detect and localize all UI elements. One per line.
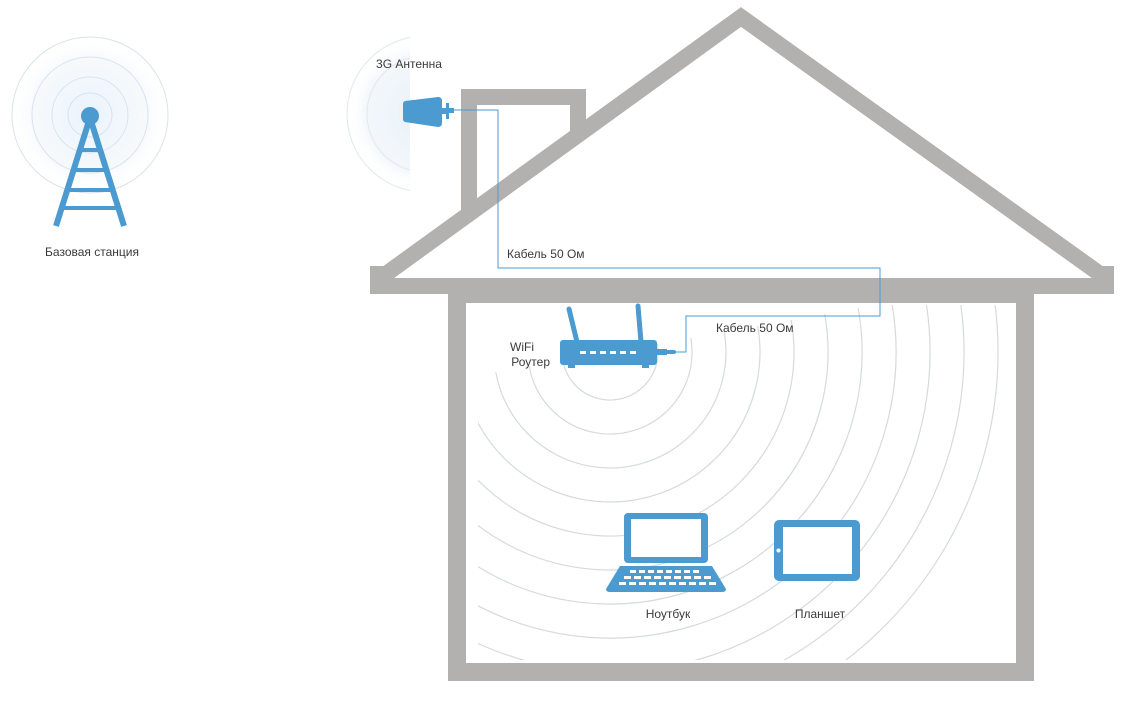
tower-signal-rings: [11, 36, 169, 194]
wifi-wave-arc: [478, 421, 585, 501]
wifi-wave-arc: [261, 414, 548, 701]
laptop-key: [654, 576, 661, 579]
router-icon: [560, 303, 676, 368]
wifi-wave-arc: [589, 331, 727, 469]
cell-tower-icon: [53, 107, 127, 227]
laptop-key: [630, 570, 636, 573]
laptop-key: [624, 576, 631, 579]
wifi-wave-arc: [495, 371, 591, 467]
wifi-wave-arc: [595, 337, 693, 435]
laptop-key: [689, 582, 696, 585]
chimney: [461, 89, 586, 214]
wifi-wave-arc: [844, 305, 999, 660]
laptop-key: [664, 576, 671, 579]
wifi-wave-arc: [583, 325, 761, 503]
roof: [370, 7, 1114, 294]
laptop-key: [629, 582, 636, 585]
base-station-label: Базовая станция: [45, 245, 139, 259]
wifi-wave-arc: [478, 565, 567, 601]
antenna-label: 3G Антенна: [376, 57, 442, 71]
laptop-key: [634, 576, 641, 579]
cable-router-label: Кабель 50 Ом: [716, 321, 794, 335]
cable-top-label: Кабель 50 Ом: [507, 247, 585, 261]
cable-antenna-line: [452, 109, 881, 353]
laptop-key: [684, 576, 691, 579]
wifi-wave-arc: [528, 366, 596, 434]
laptop-key: [644, 576, 651, 579]
laptop-key: [639, 582, 646, 585]
laptop-key: [684, 570, 690, 573]
router-label-line2: Роутер: [511, 355, 550, 369]
router-label-line1: WiFi: [510, 340, 534, 354]
house: [370, 7, 1114, 681]
laptop-key: [694, 576, 701, 579]
laptop-key: [659, 582, 666, 585]
laptop-key: [648, 570, 654, 573]
base-station: [10, 35, 170, 227]
wifi-wave-arc: [478, 605, 561, 635]
laptop-key: [675, 570, 681, 573]
wifi-wave-arc: [478, 642, 526, 660]
laptop-icon: [606, 513, 726, 592]
laptop-key: [657, 570, 663, 573]
laptop-key: [699, 582, 706, 585]
laptop-key: [619, 582, 626, 585]
cables: [452, 109, 881, 353]
laptop-key: [709, 582, 716, 585]
laptop-key: [639, 570, 645, 573]
wifi-wave-arc: [562, 360, 602, 400]
wifi-wave-arc: [478, 524, 573, 568]
laptop-key: [666, 570, 672, 573]
laptop-key: [704, 576, 711, 579]
antenna-icon: [403, 97, 454, 127]
tablet-label: Планшет: [794, 607, 846, 621]
house-walls: [448, 285, 1034, 681]
wifi-wave-arc: [601, 343, 659, 401]
laptop-key: [679, 582, 686, 585]
laptop-key: [693, 570, 699, 573]
laptop-key: [674, 576, 681, 579]
laptop-key: [669, 582, 676, 585]
wifi-wave-arc: [478, 479, 579, 534]
laptop-key: [649, 582, 656, 585]
laptop-label: Ноутбук: [645, 607, 691, 621]
antenna-signal: [346, 36, 410, 192]
wifi-wave-arc: [783, 305, 965, 660]
tablet-icon: [774, 520, 860, 581]
